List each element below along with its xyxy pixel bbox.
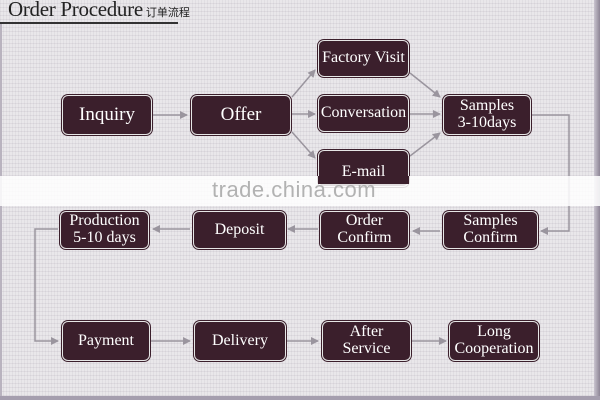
step-long-cooperation-line1: Long	[477, 323, 511, 341]
step-delivery: Delivery	[194, 321, 286, 361]
step-deposit-label: Deposit	[214, 220, 265, 238]
step-order-confirm: Order Confirm	[320, 211, 409, 249]
step-samples-line1: Samples	[459, 97, 515, 115]
step-inquiry: Inquiry	[62, 95, 152, 135]
step-samples-confirm: Samples Confirm	[443, 211, 538, 249]
frame-bottom-edge	[0, 396, 600, 400]
step-samples-confirm-line1: Samples	[463, 212, 518, 230]
step-deposit: Deposit	[193, 211, 286, 249]
step-after-service: After Service	[322, 321, 411, 361]
step-order-confirm-line1: Order	[345, 212, 384, 230]
step-payment: Payment	[62, 321, 150, 361]
step-production: Production 5-10 days	[60, 211, 149, 249]
watermark-band	[0, 176, 600, 206]
step-email-label: E-mail	[341, 163, 386, 180]
step-offer: Offer	[191, 95, 291, 135]
frame-left-edge	[0, 24, 2, 400]
step-order-confirm-line2: Confirm	[337, 229, 392, 246]
title-english: Order Procedure	[8, 0, 143, 21]
arrow-offer-to-factory-visit	[291, 69, 316, 98]
step-production-line2: 5-10 days	[73, 229, 136, 246]
arrow-email-to-samples	[409, 132, 441, 157]
step-factory-visit-label: Factory Visit	[322, 49, 405, 67]
step-long-cooperation-line2: Cooperation	[454, 340, 534, 357]
title-chinese: 订单流程	[145, 6, 190, 19]
step-production-line1: Production	[69, 212, 140, 230]
step-after-service-line1: After	[349, 323, 384, 341]
step-conversation: Conversation	[318, 95, 409, 132]
email-box-overflow	[318, 176, 409, 184]
arrow-samples-to-samples-confirm	[532, 114, 570, 235]
step-inquiry-label: Inquiry	[79, 104, 135, 126]
step-long-cooperation: Long Cooperation	[449, 321, 539, 361]
step-factory-visit: Factory Visit	[318, 40, 409, 77]
watermark-text: trade.china.com	[212, 177, 377, 202]
step-conversation-label: Conversation	[320, 104, 407, 122]
step-samples-line2: 3-10days	[457, 114, 517, 131]
step-samples-confirm-line2: Confirm	[463, 229, 518, 246]
title-underline	[0, 22, 178, 24]
arrow-production-to-payment	[34, 228, 59, 345]
arrow-factory-visit-to-samples	[409, 72, 441, 98]
step-delivery-label: Delivery	[212, 331, 268, 349]
step-payment-label: Payment	[78, 331, 134, 349]
step-samples: Samples 3-10days	[443, 95, 531, 135]
arrow-offer-to-email	[291, 131, 316, 159]
step-after-service-line2: Service	[342, 340, 391, 357]
step-offer-label: Offer	[220, 104, 262, 126]
